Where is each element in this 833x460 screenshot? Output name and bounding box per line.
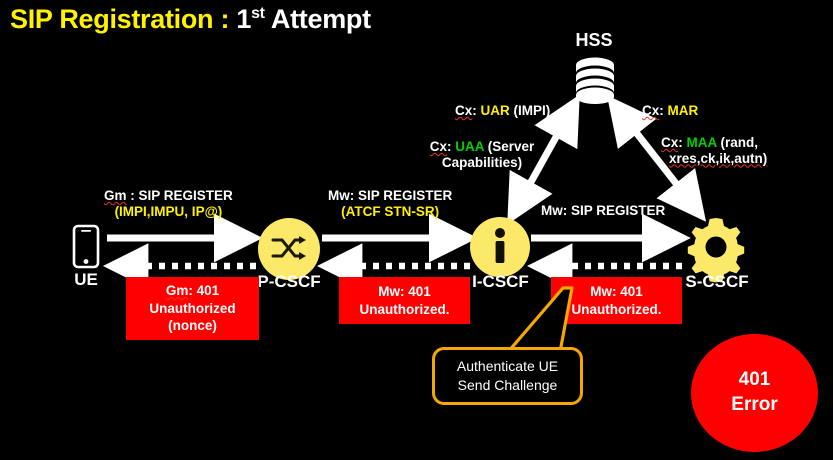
red-box-line2: Unauthorized. [359,301,450,317]
red-box-line2: Unauthorized [149,300,236,316]
spellcheck-box-gm: Gm [165,282,189,298]
red-box-line2: Unauthorized. [571,301,662,317]
edge-label-cx-uaa: Cx: UAA (Server Capabilities) [429,139,535,170]
callout-line1: Authenticate UE [456,358,559,375]
node-label-pcscf: P-CSCF [257,272,321,291]
node-label-hss: HSS [575,30,613,50]
node-pcscf[interactable] [258,218,320,280]
node-label-ue: UE [74,270,98,289]
edge-label-cx-mar: Cx: MAR [642,103,699,118]
node-label-scscf: S-CSCF [685,272,749,291]
spellcheck-cx-uar: Cx [455,103,473,118]
callout-line2: Send Challenge [457,377,558,393]
smartphone-icon [72,224,100,269]
title-main: SIP Registration : [10,4,237,34]
red-box-gm-401: Gm: 401 Unauthorized (nonce) [126,277,259,340]
edge-label-cx-uar: Cx: UAR (IMPI) [455,103,551,118]
spellcheck-gm: Gm [104,188,127,203]
node-icscf[interactable] [470,217,530,277]
error-code: 401 [738,369,771,391]
edge-label-mw-register: Mw: SIP REGISTER [541,203,666,218]
spellcheck-cx-maa: Cx [661,135,679,150]
gear-icon [687,218,745,283]
red-box-line3: (nonce) [168,318,217,334]
database-icon [572,56,618,104]
red-box-mw-401-a: Mw: 401 Unauthorized. [339,277,470,324]
info-icon [495,228,505,263]
red-box-mw-401-b: Mw: 401 Unauthorized. [551,277,682,324]
page-title: SIP Registration : 1st Attempt [10,4,371,35]
spellcheck-cx-uaa: Cx [429,139,447,154]
title-attempt-word: Attempt [264,4,371,34]
edge-label-cx-maa: Cx: MAA (rand, xres,ck,ik,autn) [661,135,823,166]
node-label-icscf: I-CSCF [472,272,529,291]
callout-authenticate-ue: Authenticate UE Send Challenge [432,347,583,405]
spellcheck-cx-mar: Cx [642,103,660,118]
title-attempt-ordinal: st [251,5,265,22]
shuffle-icon [271,236,306,260]
title-attempt-number: 1 [236,4,252,34]
edge-label-gm-register: Gm : SIP REGISTER (IMPI,IMPU, IP@) [104,188,233,219]
error-word: Error [731,394,778,415]
status-badge-401-error: 401 Error [691,334,818,452]
node-scscf[interactable] [685,216,747,283]
spellcheck-maa-params: xres,ck,ik,autn) [669,150,768,166]
edge-label-mw-register-atcf: Mw: SIP REGISTER (ATCF STN-SR) [328,188,453,219]
